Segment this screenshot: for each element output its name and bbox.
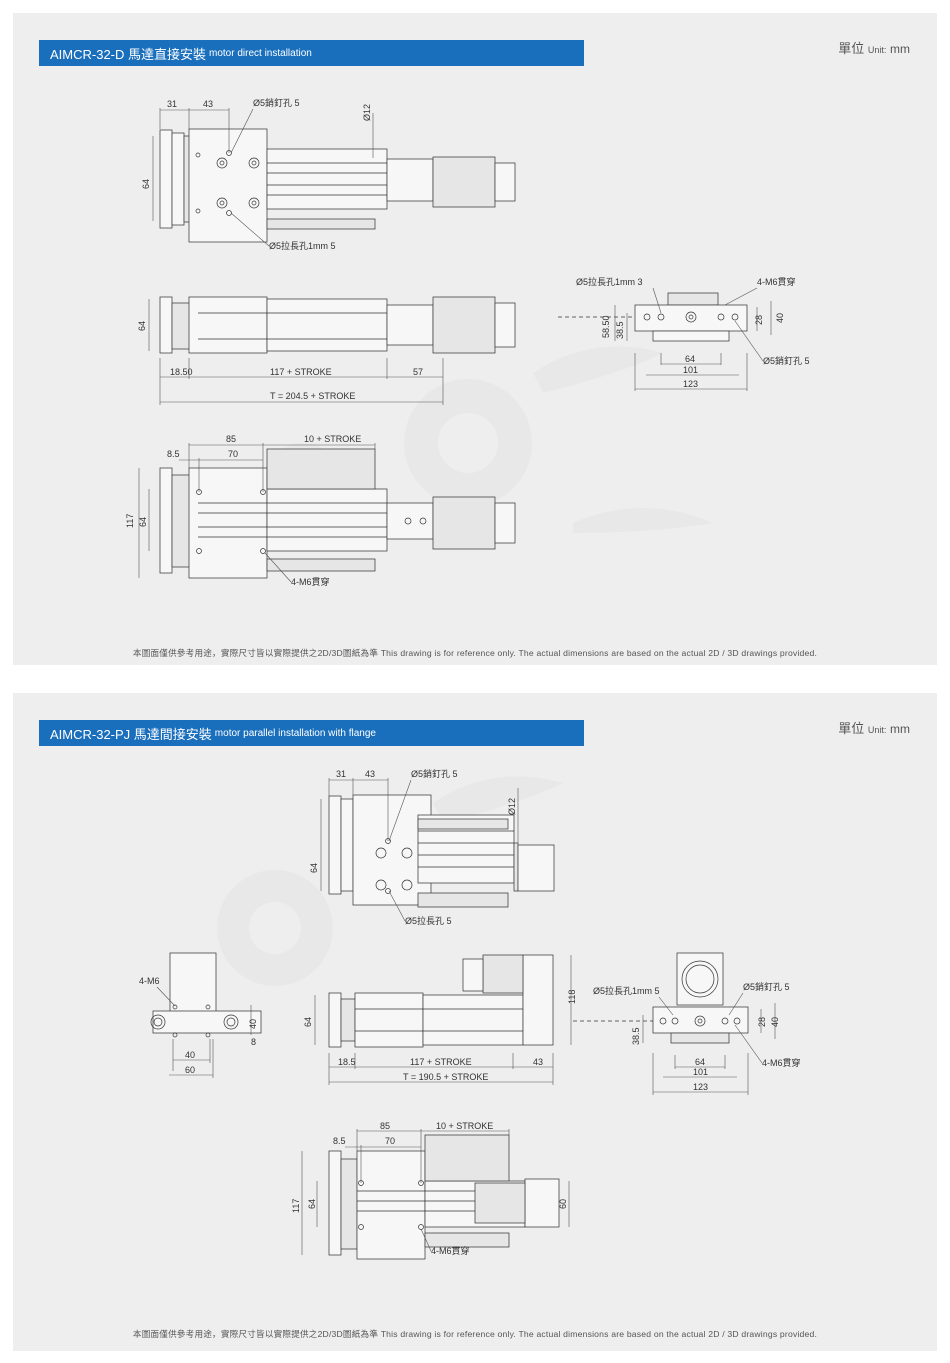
m6-label: 4-M6 xyxy=(139,976,160,986)
section-subtitle: motor parallel installation with flange xyxy=(214,727,376,739)
end-slot-label: Ø5拉長孔1mm 3 xyxy=(576,276,643,287)
unit-value: mm xyxy=(890,722,910,736)
unit-label: 單位 Unit: mm xyxy=(838,718,910,737)
dim-101: 101 xyxy=(693,1067,708,1077)
dim-8: 8 xyxy=(251,1037,256,1047)
footnote: 本圖面僅供參考用途，實際尺寸皆以實際提供之2D/3D圖紙為準 This draw… xyxy=(132,1329,818,1339)
drawing-panel-direct: AIMCR-32-D 馬達直接安裝 motor direct installat… xyxy=(13,13,937,665)
dim-40: 40 xyxy=(775,313,785,323)
end-view: Ø5拉長孔1mm 3 4-M6貫穿 58.50 38.5 28 40 64 10… xyxy=(558,276,810,391)
top-view: 31 43 Ø5銷釘孔 5 Ø12 64 Ø5拉長孔1mm 5 xyxy=(141,97,516,251)
section-title: AIMCR-32-D 馬達直接安裝 xyxy=(50,46,207,62)
technical-drawing: 31 43 Ø5銷釘孔 5 Ø12 64 Ø5拉長孔1mm 5 64 xyxy=(125,97,810,587)
section-title-bar: AIMCR-32-PJ 馬達間接安裝 motor parallel instal… xyxy=(39,720,584,746)
bottom-view: 85 70 10 + STROKE 8.5 117 64 4-M6貫穿 xyxy=(125,434,516,587)
dim-117: 117 xyxy=(125,514,135,528)
bottom-view: 85 70 10 + STROKE 8.5 117 64 60 4-M6貫穿 xyxy=(291,1121,570,1260)
dim-70: 70 xyxy=(385,1136,395,1146)
top-view: 31 43 Ø5銷釘孔 5 Ø12 64 Ø5拉長孔 5 xyxy=(309,768,555,926)
dim-40-vert: 40 xyxy=(248,1019,258,1029)
dim-38-5: 38.5 xyxy=(631,1027,641,1045)
dim-64-top: 64 xyxy=(141,179,151,189)
unit-label: 單位 Unit: mm xyxy=(838,38,910,57)
dim-8-5: 8.5 xyxy=(167,449,180,459)
dim-d12: Ø12 xyxy=(507,798,517,815)
dim-43: 43 xyxy=(365,769,375,779)
dim-28: 28 xyxy=(757,1017,767,1027)
dim-64-side: 64 xyxy=(137,321,147,331)
unit-prefix: 單位 xyxy=(838,41,865,56)
drawing-panel-parallel: AIMCR-32-PJ 馬達間接安裝 motor parallel instal… xyxy=(13,693,937,1351)
dim-64-end: 64 xyxy=(695,1057,705,1067)
end-view: Ø5拉長孔1mm 5 Ø5銷釘孔 5 4-M6貫穿 38.5 28 40 64 … xyxy=(573,952,801,1095)
dim-117-stroke: 117 + STROKE xyxy=(270,367,332,377)
footnote: 本圖面僅供參考用途，實際尺寸皆以實際提供之2D/3D圖紙為準 This draw… xyxy=(132,648,818,658)
dim-t-total: T = 204.5 + STROKE xyxy=(270,391,355,401)
end-slot-label: Ø5拉長孔1mm 5 xyxy=(593,985,660,996)
dim-8-5: 8.5 xyxy=(333,1136,346,1146)
slot-hole-label: Ø5拉長孔 5 xyxy=(405,915,452,926)
dim-60-flange: 60 xyxy=(185,1065,195,1075)
dim-40-flange: 40 xyxy=(185,1050,195,1060)
dim-64-bottom: 64 xyxy=(307,1199,317,1209)
dim-117: 117 xyxy=(291,1199,301,1213)
dim-10-stroke: 10 + STROKE xyxy=(436,1121,493,1131)
unit-prefix: 單位 xyxy=(838,721,865,736)
dim-58-50: 58.50 xyxy=(601,315,611,338)
end-pin-label: Ø5銷釘孔 5 xyxy=(743,981,790,992)
end-m6-label: 4-M6貫穿 xyxy=(762,1057,801,1068)
dim-64-top: 64 xyxy=(309,863,319,873)
dim-40-end: 40 xyxy=(770,1017,780,1027)
dim-43-side: 43 xyxy=(533,1057,543,1067)
flange-side-view: 40 60 4-M6 40 8 xyxy=(139,952,262,1078)
m6-thru-label: 4-M6貫穿 xyxy=(291,576,330,587)
dim-t-total: T = 190.5 + STROKE xyxy=(403,1072,488,1082)
dim-43: 43 xyxy=(203,99,213,109)
dim-31: 31 xyxy=(336,769,346,779)
slot-hole-label: Ø5拉長孔1mm 5 xyxy=(269,240,336,251)
end-pin-label: Ø5銷釘孔 5 xyxy=(763,355,810,366)
dim-38-5: 38.5 xyxy=(615,321,625,339)
dim-d12: Ø12 xyxy=(362,104,372,121)
end-m6-label: 4-M6貫穿 xyxy=(757,276,796,287)
dim-123: 123 xyxy=(683,379,698,389)
dim-85: 85 xyxy=(226,434,236,444)
dim-85: 85 xyxy=(380,1121,390,1131)
dim-64-side: 64 xyxy=(303,1017,313,1027)
section-title-bar: AIMCR-32-D 馬達直接安裝 motor direct installat… xyxy=(39,40,584,66)
side-view: 64 18.50 117 + STROKE 57 T = 204.5 + STR… xyxy=(137,296,516,405)
unit-small: Unit: xyxy=(867,725,887,735)
unit-small: Unit: xyxy=(867,45,887,55)
unit-value: mm xyxy=(890,42,910,56)
dim-70: 70 xyxy=(228,449,238,459)
dim-28: 28 xyxy=(754,315,764,325)
dim-64-bottom: 64 xyxy=(138,517,148,527)
side-view: 64 118 18.5 117 + STROKE 43 T = 190.5 + … xyxy=(303,954,577,1085)
dim-117-stroke: 117 + STROKE xyxy=(410,1057,472,1067)
dim-18-5: 18.5 xyxy=(338,1057,356,1067)
dim-31: 31 xyxy=(167,99,177,109)
section-title: AIMCR-32-PJ 馬達間接安裝 xyxy=(50,726,212,742)
dim-60: 60 xyxy=(558,1199,568,1209)
dim-57: 57 xyxy=(413,367,423,377)
technical-drawing: 31 43 Ø5銷釘孔 5 Ø12 64 Ø5拉長孔 5 40 60 xyxy=(139,768,801,1260)
pin-hole-label: Ø5銷釘孔 5 xyxy=(253,97,300,108)
dim-118: 118 xyxy=(567,990,577,1004)
gear-logo-watermark xyxy=(217,776,563,986)
dim-64-end: 64 xyxy=(685,354,695,364)
m6-thru-label: 4-M6貫穿 xyxy=(431,1245,470,1256)
section-subtitle: motor direct installation xyxy=(209,47,312,59)
dim-123: 123 xyxy=(693,1082,708,1092)
dim-101: 101 xyxy=(683,365,698,375)
pin-hole-label: Ø5銷釘孔 5 xyxy=(411,768,458,779)
dim-10-stroke: 10 + STROKE xyxy=(304,434,361,444)
dim-18-50: 18.50 xyxy=(170,367,193,377)
